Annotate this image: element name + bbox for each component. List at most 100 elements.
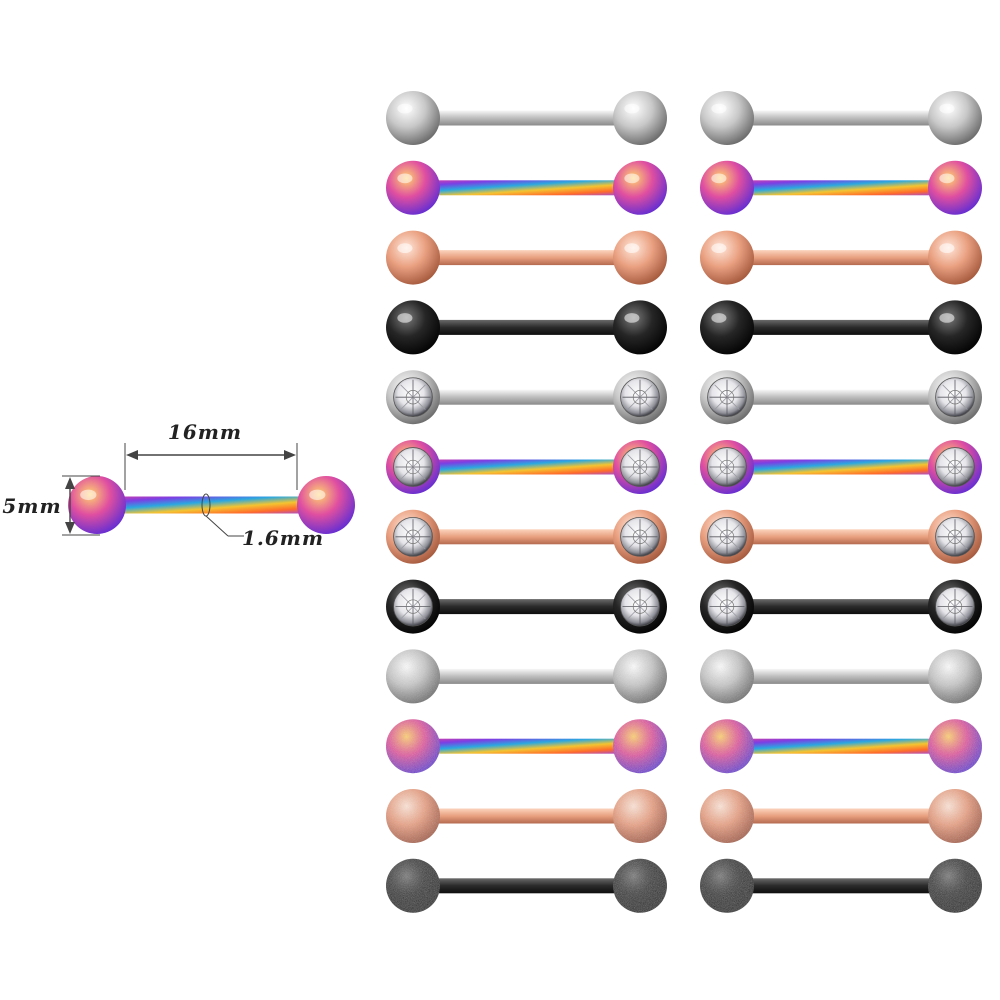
barbell-ball-right (928, 719, 982, 774)
barbell-ball-right (613, 370, 667, 425)
barbell-bar (727, 668, 955, 684)
barbell-ball-right (928, 579, 982, 634)
barbell-bar (727, 808, 955, 824)
barbell-ball-left (386, 509, 440, 564)
barbell-ball-left (386, 789, 440, 843)
barbell-grid (386, 91, 982, 913)
barbell-ball-left (700, 789, 754, 843)
barbell-ball-right (928, 858, 982, 913)
barbell-ball-left (386, 579, 440, 634)
barbell-black-frosted (386, 858, 667, 913)
barbell-ball-right (928, 370, 982, 425)
barbell-bar (413, 738, 640, 754)
dimension-diagram: 16mm 5mm 1.6mm (2, 420, 355, 550)
barbell-bar (727, 738, 955, 754)
ball-diameter-label: 5mm (2, 494, 61, 518)
barbell-bar (413, 878, 640, 894)
barbell-ball-right (928, 91, 982, 145)
barbell-bar (727, 459, 955, 475)
barbell-ball-right (613, 719, 667, 774)
barbell-ball-right (613, 649, 667, 704)
barbell-black-gem (386, 579, 667, 634)
barbell-ball-left (386, 230, 440, 285)
barbell-ball-left (700, 579, 754, 634)
barbell-rose-frosted (700, 789, 982, 843)
barbell-rainbow-polished (700, 160, 982, 215)
barbell-silver-gem (386, 370, 667, 425)
barbell-bar (413, 110, 640, 126)
barbell-ball-left (700, 440, 754, 494)
barbell-ball-left (700, 160, 754, 215)
gauge-label: 1.6mm (242, 526, 324, 550)
barbell-rose-gem (386, 509, 667, 564)
barbell-ball-right (613, 858, 667, 913)
barbell-bar (413, 599, 640, 615)
barbell-ball-right (613, 579, 667, 634)
barbell-ball-left (700, 300, 754, 355)
barbell-ball-left (700, 719, 754, 774)
barbell-ball-right (928, 300, 982, 355)
barbell-ball-left (386, 91, 440, 145)
barbell-black-polished (386, 300, 667, 355)
barbell-ball-right (613, 509, 667, 564)
length-label: 16mm (168, 420, 242, 444)
barbell-bar (727, 529, 955, 545)
barbell-bar (413, 808, 640, 824)
barbell-ball-right (613, 440, 667, 494)
barbell-silver-polished (386, 91, 667, 145)
barbell-ball-right (928, 649, 982, 704)
barbell-ball-left (386, 300, 440, 355)
barbell-ball-right (297, 476, 355, 534)
sample-barbell-body (68, 476, 355, 534)
barbell-ball-left (386, 160, 440, 215)
barbell-rainbow-polished (386, 160, 667, 215)
barbell-bar (413, 459, 640, 475)
barbell-bar (413, 529, 640, 545)
barbell-ball-left (700, 858, 754, 913)
barbell-ball-left (700, 370, 754, 425)
barbell-ball-left (700, 509, 754, 564)
barbell-ball-left (386, 858, 440, 913)
barbell-rose-polished (386, 230, 667, 285)
barbell-bar (413, 389, 640, 405)
barbell-ball-right (928, 509, 982, 564)
barbell-bar (413, 319, 640, 335)
barbell-ball-left (700, 91, 754, 145)
barbell-black-frosted (700, 858, 982, 913)
barbell-ball-right (928, 160, 982, 215)
barbell-bar (413, 250, 640, 266)
barbell-rose-polished (700, 230, 982, 285)
barbell-ball-right (613, 91, 667, 145)
barbell-ball-right (928, 440, 982, 494)
barbell-rainbow-gem (386, 440, 667, 494)
barbell-rainbow-frosted (700, 719, 982, 774)
barbell-ball-right (613, 789, 667, 843)
barbell-rose-gem (700, 509, 982, 564)
sample-barbell (68, 476, 355, 534)
barbell-bar (727, 878, 955, 894)
barbell-silver-frosted (700, 649, 982, 704)
barbell-bar (727, 319, 955, 335)
barbell-silver-polished (700, 91, 982, 145)
barbell-ball-right (928, 789, 982, 843)
barbell-bar (727, 599, 955, 615)
barbell-ball-left (68, 476, 126, 534)
barbell-ball-right (928, 230, 982, 285)
barbell-bar (727, 110, 955, 126)
barbell-ball-left (700, 230, 754, 285)
barbell-rose-frosted (386, 789, 667, 843)
barbell-bar (727, 250, 955, 266)
barbell-bar (727, 389, 955, 405)
barbell-ball-right (613, 300, 667, 355)
barbell-ball-left (386, 649, 440, 704)
barbell-silver-gem (700, 370, 982, 425)
barbell-ball-right (613, 230, 667, 285)
ball-diameter-dimension: 5mm (2, 475, 100, 536)
barbell-rainbow-gem (700, 440, 982, 494)
barbell-bar (97, 496, 326, 514)
barbell-rainbow-frosted (386, 719, 667, 774)
barbell-bar (413, 180, 640, 196)
barbell-black-gem (700, 579, 982, 634)
barbell-ball-left (386, 719, 440, 774)
